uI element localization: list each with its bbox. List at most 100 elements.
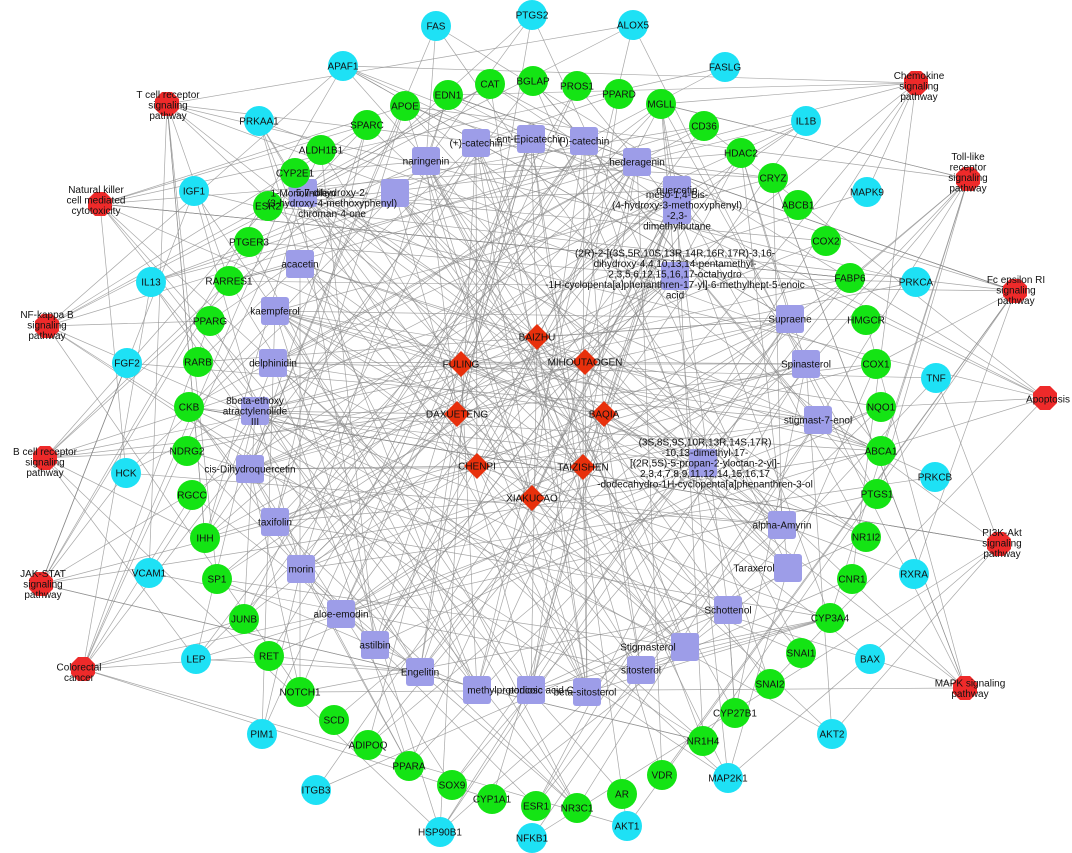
herb-node-taizishen[interactable] [570, 454, 596, 480]
target-node-tnf[interactable] [921, 363, 951, 393]
target-node-pparg[interactable] [195, 306, 225, 336]
compound-node-catechin[interactable] [570, 127, 598, 155]
compound-node-supraene[interactable] [776, 305, 804, 333]
compound-node-catechin[interactable] [462, 129, 490, 157]
target-node-apaf1[interactable] [328, 51, 358, 81]
target-node-prkcb[interactable] [920, 462, 950, 492]
herb-node-chenpi[interactable] [464, 453, 490, 479]
target-node-aldh1b1[interactable] [306, 135, 336, 165]
pathway-node-b-cell-receptor-signaling-pathway[interactable] [33, 446, 57, 470]
target-node-abca1[interactable] [866, 436, 896, 466]
target-node-map2k1[interactable] [713, 763, 743, 793]
target-node-il13[interactable] [136, 267, 166, 297]
target-node-cd36[interactable] [689, 111, 719, 141]
compound-node-taraxerol[interactable] [774, 554, 802, 582]
target-node-rarb[interactable] [183, 347, 213, 377]
compound-node-methylprotodiosc[interactable] [463, 676, 491, 704]
target-node-ppara[interactable] [394, 751, 424, 781]
compound-node-astilbin[interactable] [361, 631, 389, 659]
target-node-hsp90b1[interactable] [425, 817, 455, 847]
target-node-hmgcr[interactable] [851, 305, 881, 335]
target-node-fabp6[interactable] [835, 263, 865, 293]
target-node-esr2[interactable] [253, 191, 283, 221]
compound-node-5-7-dihydroxy-2-3-hydroxy-4-methoxypheny[interactable] [381, 179, 409, 207]
pathway-node-nf-kappa-b-signaling-pathway[interactable] [35, 314, 59, 338]
herb-node-baizhu[interactable] [524, 324, 550, 350]
pathway-node-t-cell-receptor-signaling-pathway[interactable] [155, 92, 179, 116]
compound-node-alpha-amyrin[interactable] [768, 511, 796, 539]
target-node-adipoq[interactable] [353, 730, 383, 760]
target-node-ckb[interactable] [174, 392, 204, 422]
target-node-sparc[interactable] [352, 110, 382, 140]
target-node-ret[interactable] [254, 641, 284, 671]
target-node-cyp27b1[interactable] [720, 698, 750, 728]
target-node-esr1[interactable] [521, 791, 551, 821]
target-node-scd[interactable] [319, 705, 349, 735]
target-node-pros1[interactable] [562, 71, 592, 101]
target-node-vcam1[interactable] [134, 558, 164, 588]
herb-node-baqia[interactable] [591, 401, 617, 427]
target-node-lep[interactable] [181, 644, 211, 674]
compound-node-cis-dihydroquercetin[interactable] [236, 455, 264, 483]
target-node-ar[interactable] [607, 779, 637, 809]
target-node-ptger3[interactable] [234, 227, 264, 257]
target-node-cnr1[interactable] [837, 564, 867, 594]
target-node-akt1[interactable] [612, 811, 642, 841]
target-node-abcb1[interactable] [783, 190, 813, 220]
compound-node-meso-1-4-bis-4-hydroxy-3-methoxyphenyl-2[interactable] [663, 196, 691, 224]
target-node-ptgs2[interactable] [517, 0, 547, 30]
target-node-pim1[interactable] [247, 719, 277, 749]
target-node-hdac2[interactable] [726, 138, 756, 168]
target-node-ppard[interactable] [604, 79, 634, 109]
target-node-ihh[interactable] [190, 523, 220, 553]
target-node-apoe[interactable] [390, 91, 420, 121]
compound-node-stigmasterol[interactable] [671, 633, 699, 661]
pathway-node-natural-killer-cell-mediated-cytotoxicit[interactable] [88, 192, 112, 216]
target-node-cryz[interactable] [758, 163, 788, 193]
target-node-cyp1a1[interactable] [477, 784, 507, 814]
target-node-snai2[interactable] [755, 669, 785, 699]
compound-node-delphinidin[interactable] [259, 349, 287, 377]
target-node-alox5[interactable] [618, 10, 648, 40]
herb-node-mihoutaogen[interactable] [572, 349, 598, 375]
target-node-cyp2e1[interactable] [280, 158, 310, 188]
compound-node-stigmast-7-enol[interactable] [804, 406, 832, 434]
target-node-nr3c1[interactable] [562, 793, 592, 823]
compound-node-hederagenin[interactable] [623, 148, 651, 176]
target-node-hck[interactable] [111, 458, 141, 488]
target-node-il1b[interactable] [791, 106, 821, 136]
compound-node-taxifolin[interactable] [261, 508, 289, 536]
compound-node-aloe-emodin[interactable] [327, 600, 355, 628]
pathway-node-fc-epsilon-ri-signaling-pathway[interactable] [1003, 279, 1027, 303]
target-node-bax[interactable] [855, 644, 885, 674]
target-node-nqo1[interactable] [866, 392, 896, 422]
target-node-snai1[interactable] [786, 638, 816, 668]
pathway-node-apoptosis[interactable] [1033, 386, 1057, 410]
herb-node-daxueteng[interactable] [444, 401, 470, 427]
target-node-ndrg2[interactable] [172, 436, 202, 466]
target-node-cat[interactable] [475, 69, 505, 99]
herb-node-xiakucao[interactable] [519, 485, 545, 511]
compound-node-naringenin[interactable] [412, 147, 440, 175]
target-node-igf1[interactable] [179, 176, 209, 206]
compound-node-poricoic-acid-c[interactable] [517, 676, 545, 704]
target-node-fas[interactable] [421, 11, 451, 41]
target-node-rxra[interactable] [899, 559, 929, 589]
compound-node-8beta-ethoxy-atractylenolide-iii[interactable] [241, 397, 269, 425]
target-node-nr1i2[interactable] [851, 522, 881, 552]
compound-node-schottenol[interactable] [714, 596, 742, 624]
target-node-cox2[interactable] [811, 226, 841, 256]
compound-node-beta-sitosterol[interactable] [573, 678, 601, 706]
target-node-fgf2[interactable] [112, 348, 142, 378]
pathway-node-chemokine-signaling-pathway[interactable] [904, 71, 928, 95]
target-node-rgcc[interactable] [177, 480, 207, 510]
target-node-cox1[interactable] [861, 349, 891, 379]
target-node-vdr[interactable] [647, 760, 677, 790]
target-node-prkaa1[interactable] [244, 106, 274, 136]
herb-node-fuling[interactable] [448, 351, 474, 377]
target-node-bglap[interactable] [518, 66, 548, 96]
target-node-mgll[interactable] [646, 89, 676, 119]
target-node-rarres1[interactable] [214, 266, 244, 296]
target-node-nfkb1[interactable] [517, 823, 547, 853]
pathway-node-colorectal-cancer[interactable] [71, 657, 95, 681]
